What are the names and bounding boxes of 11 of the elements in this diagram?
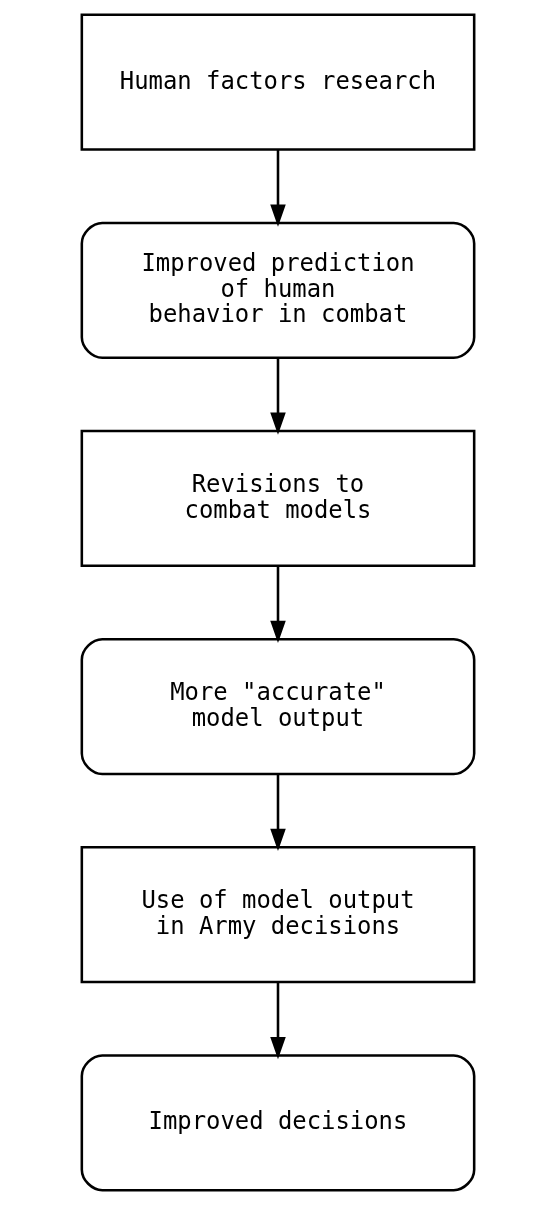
arrow	[270, 774, 286, 852]
node-box: Improved prediction of human behavior in combat	[80, 221, 476, 359]
arrow	[270, 357, 286, 435]
arrow	[270, 982, 286, 1060]
node-box: Revisions to combat models	[80, 429, 476, 568]
node-box: More "accurate" model output	[80, 637, 476, 776]
arrow	[270, 149, 286, 227]
arrow	[270, 566, 286, 643]
node-box: Improved decisions	[80, 1054, 476, 1192]
node-box: Human factors research	[80, 13, 476, 151]
node-box: Use of model output in Army decisions	[80, 846, 476, 984]
